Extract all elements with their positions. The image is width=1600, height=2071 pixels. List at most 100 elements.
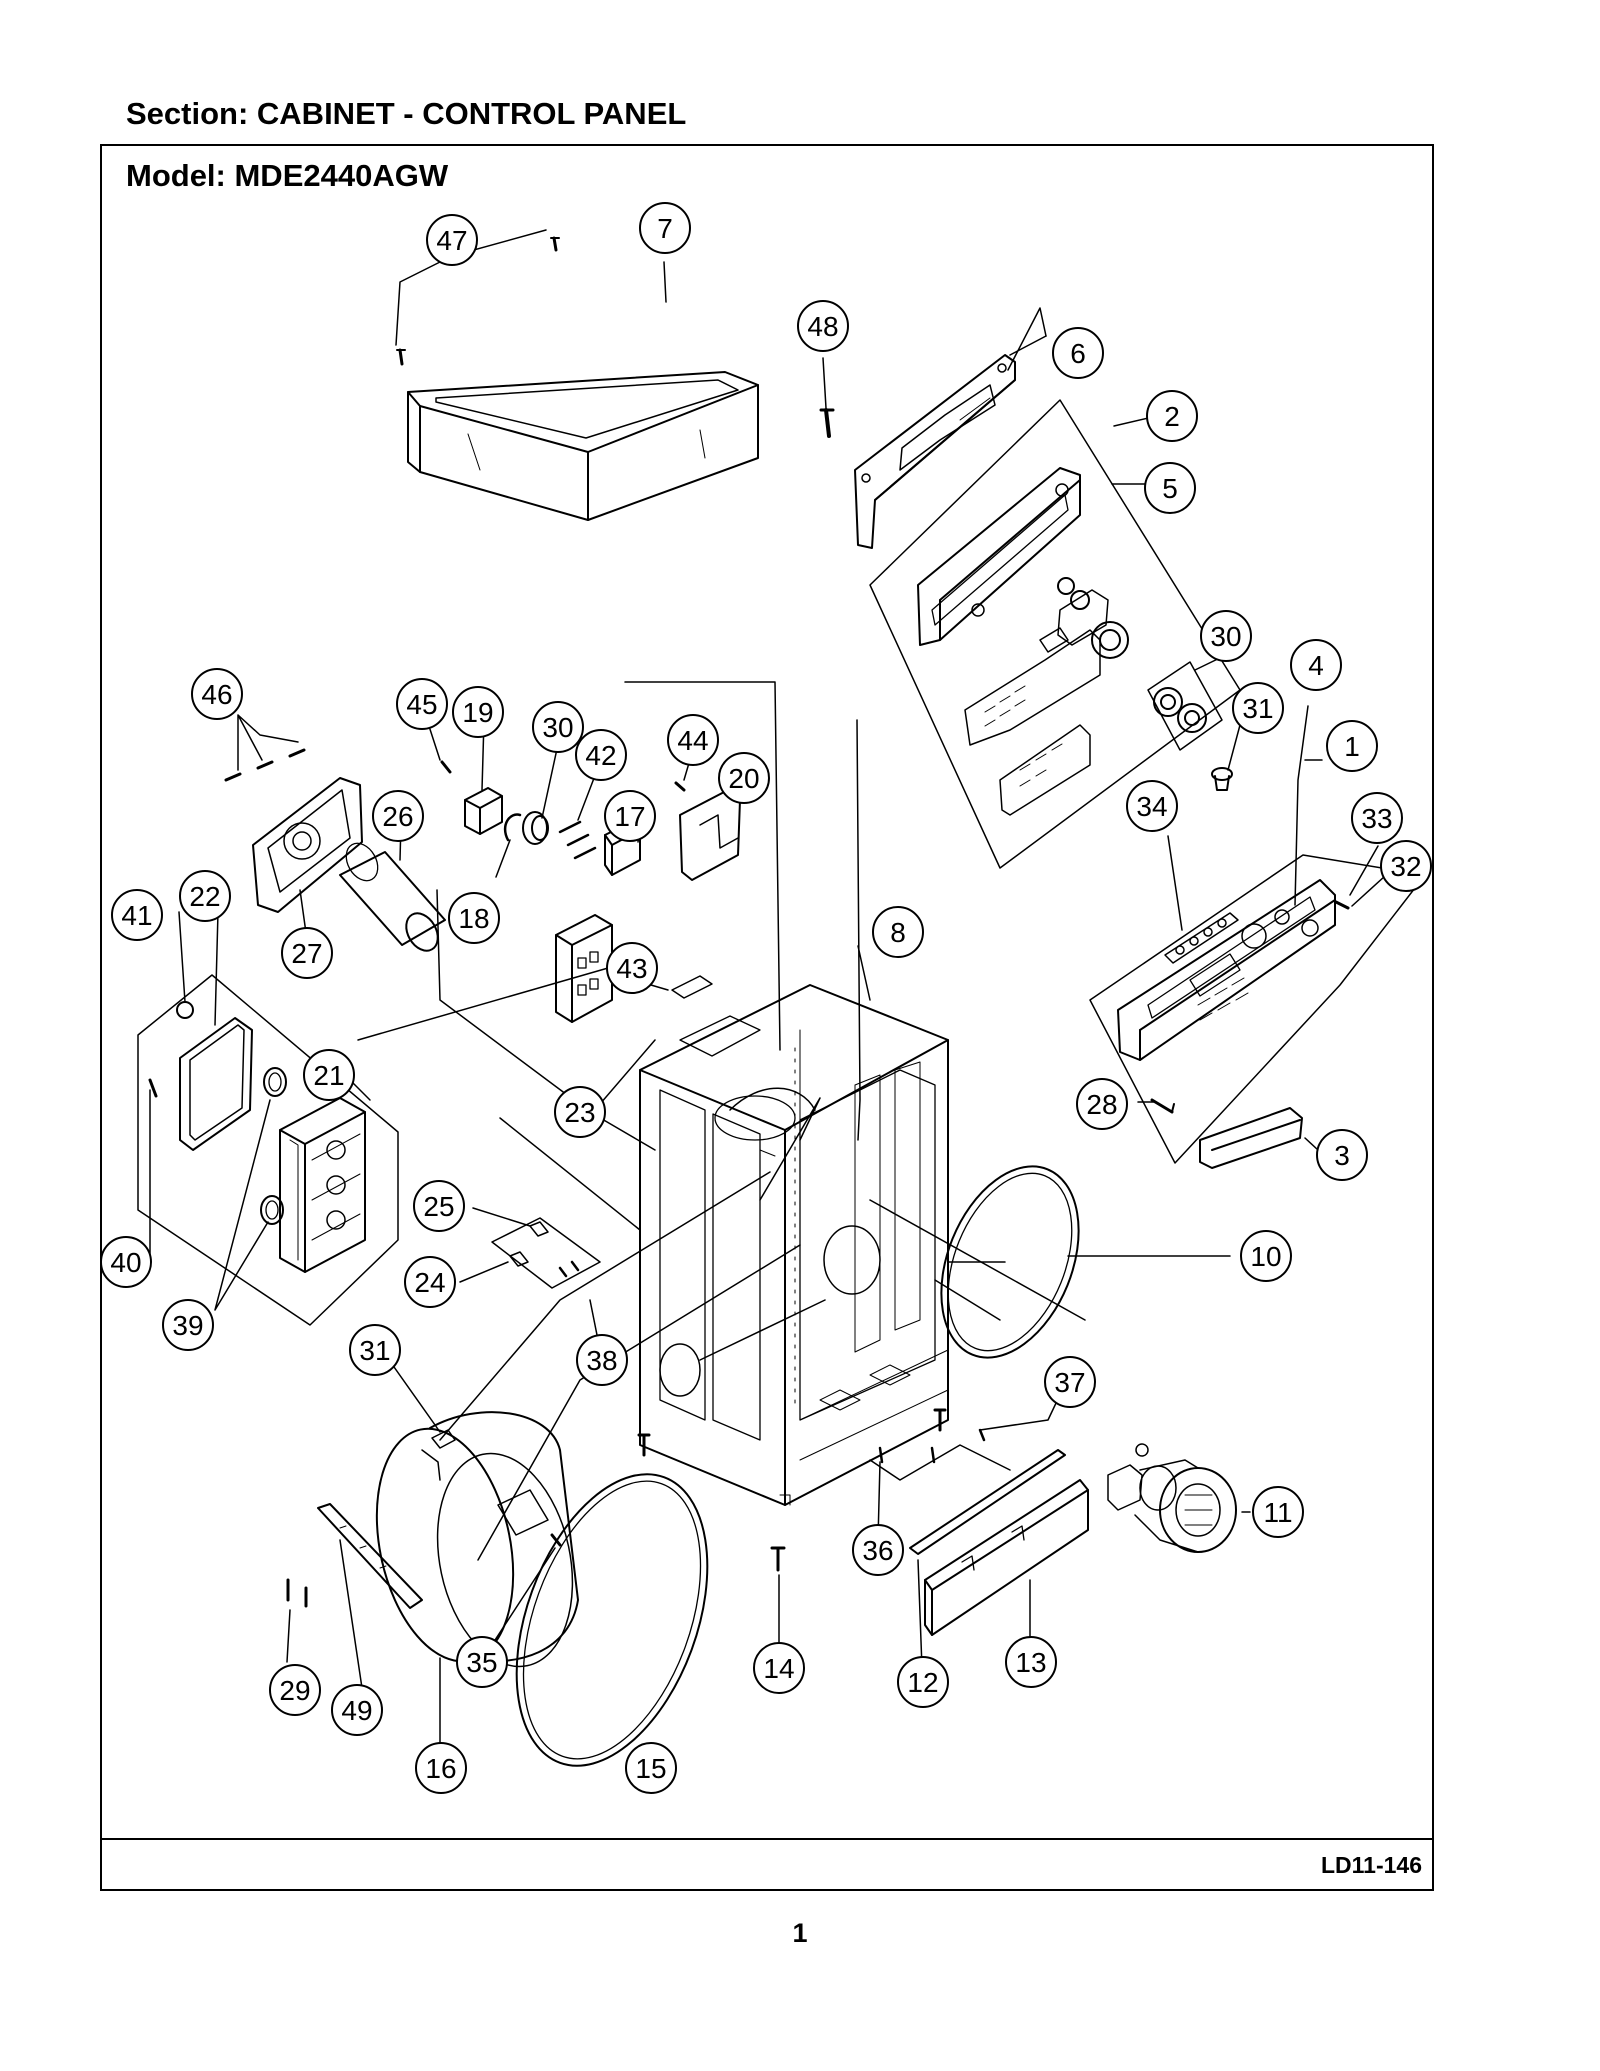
panel-group-outline [1089, 854, 1426, 1164]
callout-number: 27 [291, 938, 322, 969]
control-panel-part [1117, 879, 1336, 1061]
callout-circle [1380, 840, 1432, 892]
callout-circle [1240, 1230, 1292, 1282]
callout-45: 45 [396, 678, 448, 730]
callout-number: 12 [907, 1667, 938, 1698]
callout-circle [1044, 1356, 1096, 1408]
callout-circle [606, 942, 658, 994]
door-handle-part [1199, 1107, 1303, 1169]
model-title: Model: MDE2440AGW [126, 158, 449, 193]
callout-16: 16 [415, 1742, 467, 1794]
callout-number: 15 [635, 1753, 666, 1784]
callout-circle [191, 668, 243, 720]
heater-assembly-part [279, 1097, 366, 1273]
callout-number: 8 [890, 917, 906, 948]
cabinet-top-vent [679, 1015, 761, 1057]
callout-circle [269, 1664, 321, 1716]
callout-circle [1200, 610, 1252, 662]
callout-number: 34 [1136, 791, 1167, 822]
callout-circle [532, 701, 584, 753]
callout-number: 20 [728, 763, 759, 794]
callout-circle [1076, 1078, 1128, 1130]
callout-number: 45 [406, 689, 437, 720]
callout-number: 42 [585, 740, 616, 771]
callout-30: 30 [532, 701, 584, 753]
page-number: 1 [792, 1918, 808, 1948]
callout-number: 17 [614, 801, 645, 832]
callout-number: 28 [1086, 1089, 1117, 1120]
callout-number: 35 [466, 1647, 497, 1678]
bracket-screw-44-part [674, 781, 686, 792]
callout-number: 21 [313, 1060, 344, 1091]
callout-circle [1052, 327, 1104, 379]
callout-number: 37 [1054, 1367, 1085, 1398]
callout-circle [1126, 780, 1178, 832]
callout-number: 7 [657, 213, 673, 244]
callout-2: 2 [1146, 390, 1198, 442]
callout-21: 21 [303, 1049, 355, 1101]
callout-number: 5 [1162, 473, 1178, 504]
callout-31: 31 [1232, 682, 1284, 734]
callout-circle [404, 1256, 456, 1308]
thermostat-bushing-part [522, 811, 549, 845]
callout-number: 2 [1164, 401, 1180, 432]
callout-number: 29 [279, 1675, 310, 1706]
callout-29: 29 [269, 1664, 321, 1716]
callout-circle [604, 790, 656, 842]
callout-number: 26 [382, 801, 413, 832]
callout-number: 1 [1344, 731, 1360, 762]
callout-8: 8 [872, 906, 924, 958]
cabinet-part [639, 984, 949, 1506]
callout-30: 30 [1200, 610, 1252, 662]
callout-number: 31 [1242, 693, 1273, 724]
callout-number: 43 [616, 953, 647, 984]
callout-25: 25 [413, 1180, 465, 1232]
callout-5: 5 [1144, 462, 1196, 514]
callout-circle [575, 729, 627, 781]
callout-circle [667, 714, 719, 766]
leader-lines [149, 229, 1397, 1767]
callout-4: 4 [1290, 639, 1342, 691]
callout-number: 31 [359, 1335, 390, 1366]
access-panel-screws-part [224, 748, 306, 782]
heater-bracket-part [679, 789, 741, 881]
callout-47: 47 [426, 214, 478, 266]
callout-number: 3 [1334, 1140, 1350, 1171]
callout-22: 22 [179, 870, 231, 922]
selector-knob-part [1301, 900, 1350, 937]
callout-circle [162, 1299, 214, 1351]
hinge-screws-part [286, 1578, 308, 1608]
callout-46: 46 [191, 668, 243, 720]
callout-circle [554, 1086, 606, 1138]
callout-circle [1316, 1129, 1368, 1181]
callout-circle [753, 1642, 805, 1694]
callout-19: 19 [452, 686, 504, 738]
door-switch-part [464, 787, 503, 835]
callout-number: 10 [1250, 1241, 1281, 1272]
callout-37: 37 [1044, 1356, 1096, 1408]
callout-circle [331, 1684, 383, 1736]
callout-23: 23 [554, 1086, 606, 1138]
callout-20: 20 [718, 752, 770, 804]
callout-10: 10 [1240, 1230, 1292, 1282]
callout-circle [456, 1636, 508, 1688]
callout-number: 16 [425, 1753, 456, 1784]
callout-circle [1146, 390, 1198, 442]
drawing-code: LD11-146 [1320, 1852, 1422, 1878]
callout-number: 14 [763, 1653, 794, 1684]
bracket-screw-part [819, 408, 835, 438]
callout-number: 32 [1390, 851, 1421, 882]
callout-35: 35 [456, 1636, 508, 1688]
callout-26: 26 [372, 790, 424, 842]
callout-circle [349, 1324, 401, 1376]
callout-3: 3 [1316, 1129, 1368, 1181]
callout-circle [576, 1334, 628, 1386]
callout-circle [639, 202, 691, 254]
control-board-assembly-part [964, 577, 1129, 816]
top-panel-part [407, 371, 759, 521]
callout-circle [100, 1236, 152, 1288]
callout-1: 1 [1326, 720, 1378, 772]
callout-17: 17 [604, 790, 656, 842]
callout-number: 48 [807, 311, 838, 342]
